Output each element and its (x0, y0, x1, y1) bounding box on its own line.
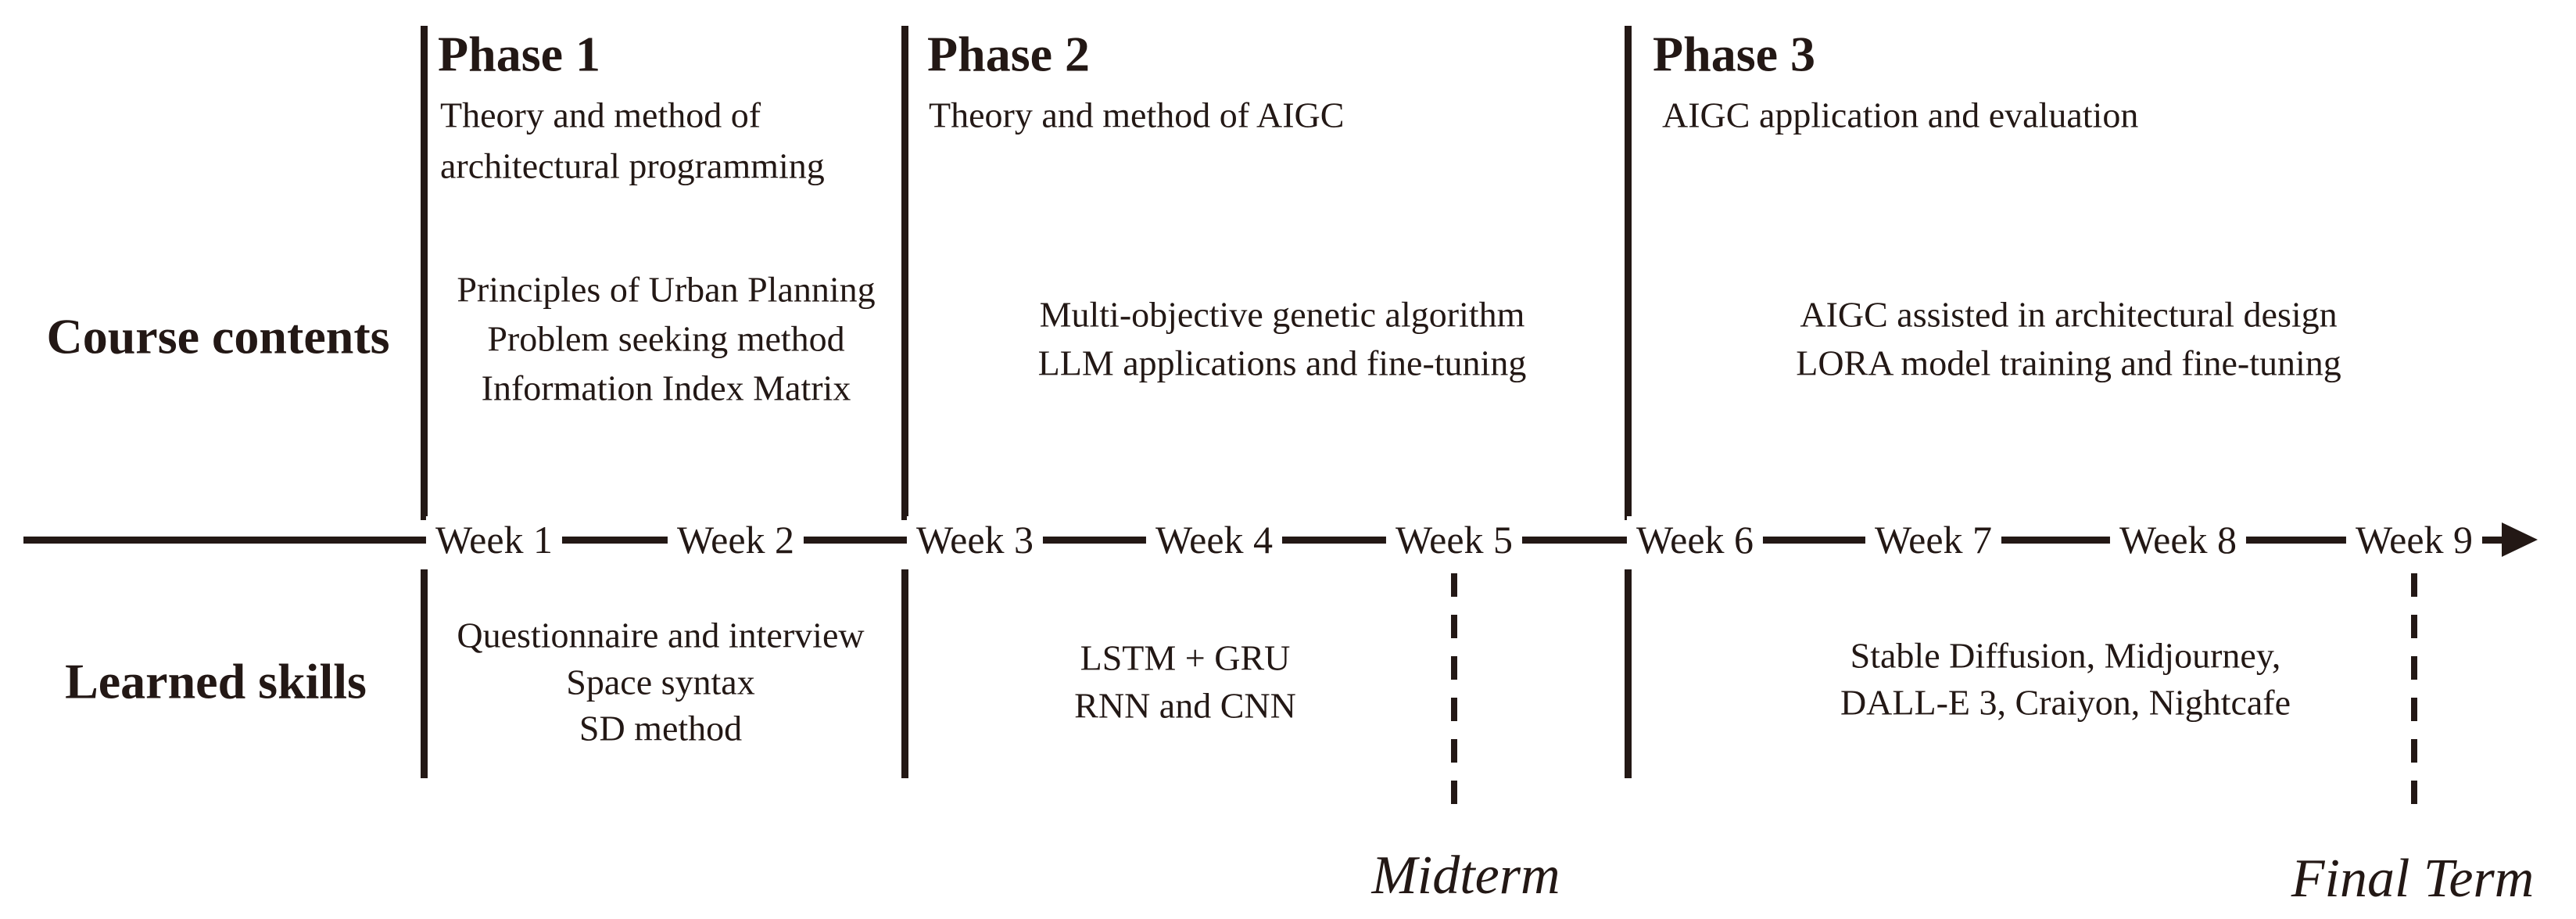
phase-2-content-line-1: Multi-objective genetic algorithm (1039, 294, 1525, 335)
phase-3-content-line-2: LORA model training and fine-tuning (1796, 343, 2341, 383)
phase-1-divider-bottom (421, 569, 428, 778)
phase-1-content-line-1: Principles of Urban Planning (457, 269, 876, 310)
phase-3-skill-line-1: Stable Diffusion, Midjourney, (1850, 635, 2281, 676)
week-3-label: Week 3 (906, 516, 1044, 563)
week-4-label: Week 4 (1145, 516, 1283, 563)
phase-2-content-line-2: LLM applications and fine-tuning (1037, 343, 1527, 383)
final-term-label: Final Term (2291, 849, 2535, 909)
phase-3-content-line-1: AIGC assisted in architectural design (1800, 294, 2338, 335)
phase-1-subtitle-line-1: Theory and method of (440, 95, 761, 135)
course-contents-label: Course contents (46, 308, 390, 364)
phase-2-divider-top (901, 26, 908, 520)
midterm-label: Midterm (1371, 845, 1560, 906)
phase-1-skill-line-3: SD method (579, 708, 743, 748)
week-7-label: Week 7 (1865, 516, 2002, 563)
phase-2-title: Phase 2 (927, 26, 1090, 82)
timeline-arrow-icon (2502, 522, 2538, 557)
week-8-label: Week 8 (2109, 516, 2247, 563)
learned-skills-label: Learned skills (65, 653, 367, 709)
phase-3-subtitle: AIGC application and evaluation (1662, 95, 2139, 135)
phase-2-skill-line-1: LSTM + GRU (1080, 637, 1291, 678)
phase-3-skill-line-2: DALL-E 3, Craiyon, Nightcafe (1840, 682, 2291, 723)
phase-1-content-line-3: Information Index Matrix (481, 368, 851, 408)
midterm-dashed-line (1451, 573, 1457, 820)
phase-2-subtitle: Theory and method of AIGC (929, 95, 1345, 135)
week-6-label: Week 6 (1626, 516, 1764, 563)
phase-1-content-line-2: Problem seeking method (487, 318, 845, 359)
final-term-dashed-line (2411, 573, 2417, 820)
phase-1-divider-top (421, 26, 428, 520)
phase-2-divider-bottom (901, 569, 908, 778)
phase-3-divider-bottom (1625, 569, 1632, 778)
week-1-label: Week 1 (425, 516, 563, 563)
phase-2-skill-line-2: RNN and CNN (1074, 685, 1296, 726)
week-2-label: Week 2 (667, 516, 804, 563)
phase-3-title: Phase 3 (1653, 26, 1815, 82)
week-9-label: Week 9 (2345, 516, 2483, 563)
phase-1-subtitle-line-2: architectural programming (440, 145, 825, 186)
phase-1-skill-line-2: Space syntax (566, 662, 755, 702)
week-5-label: Week 5 (1385, 516, 1523, 563)
phase-1-title: Phase 1 (438, 26, 600, 82)
phase-1-skill-line-1: Questionnaire and interview (457, 615, 865, 655)
phase-3-divider-top (1625, 26, 1632, 520)
